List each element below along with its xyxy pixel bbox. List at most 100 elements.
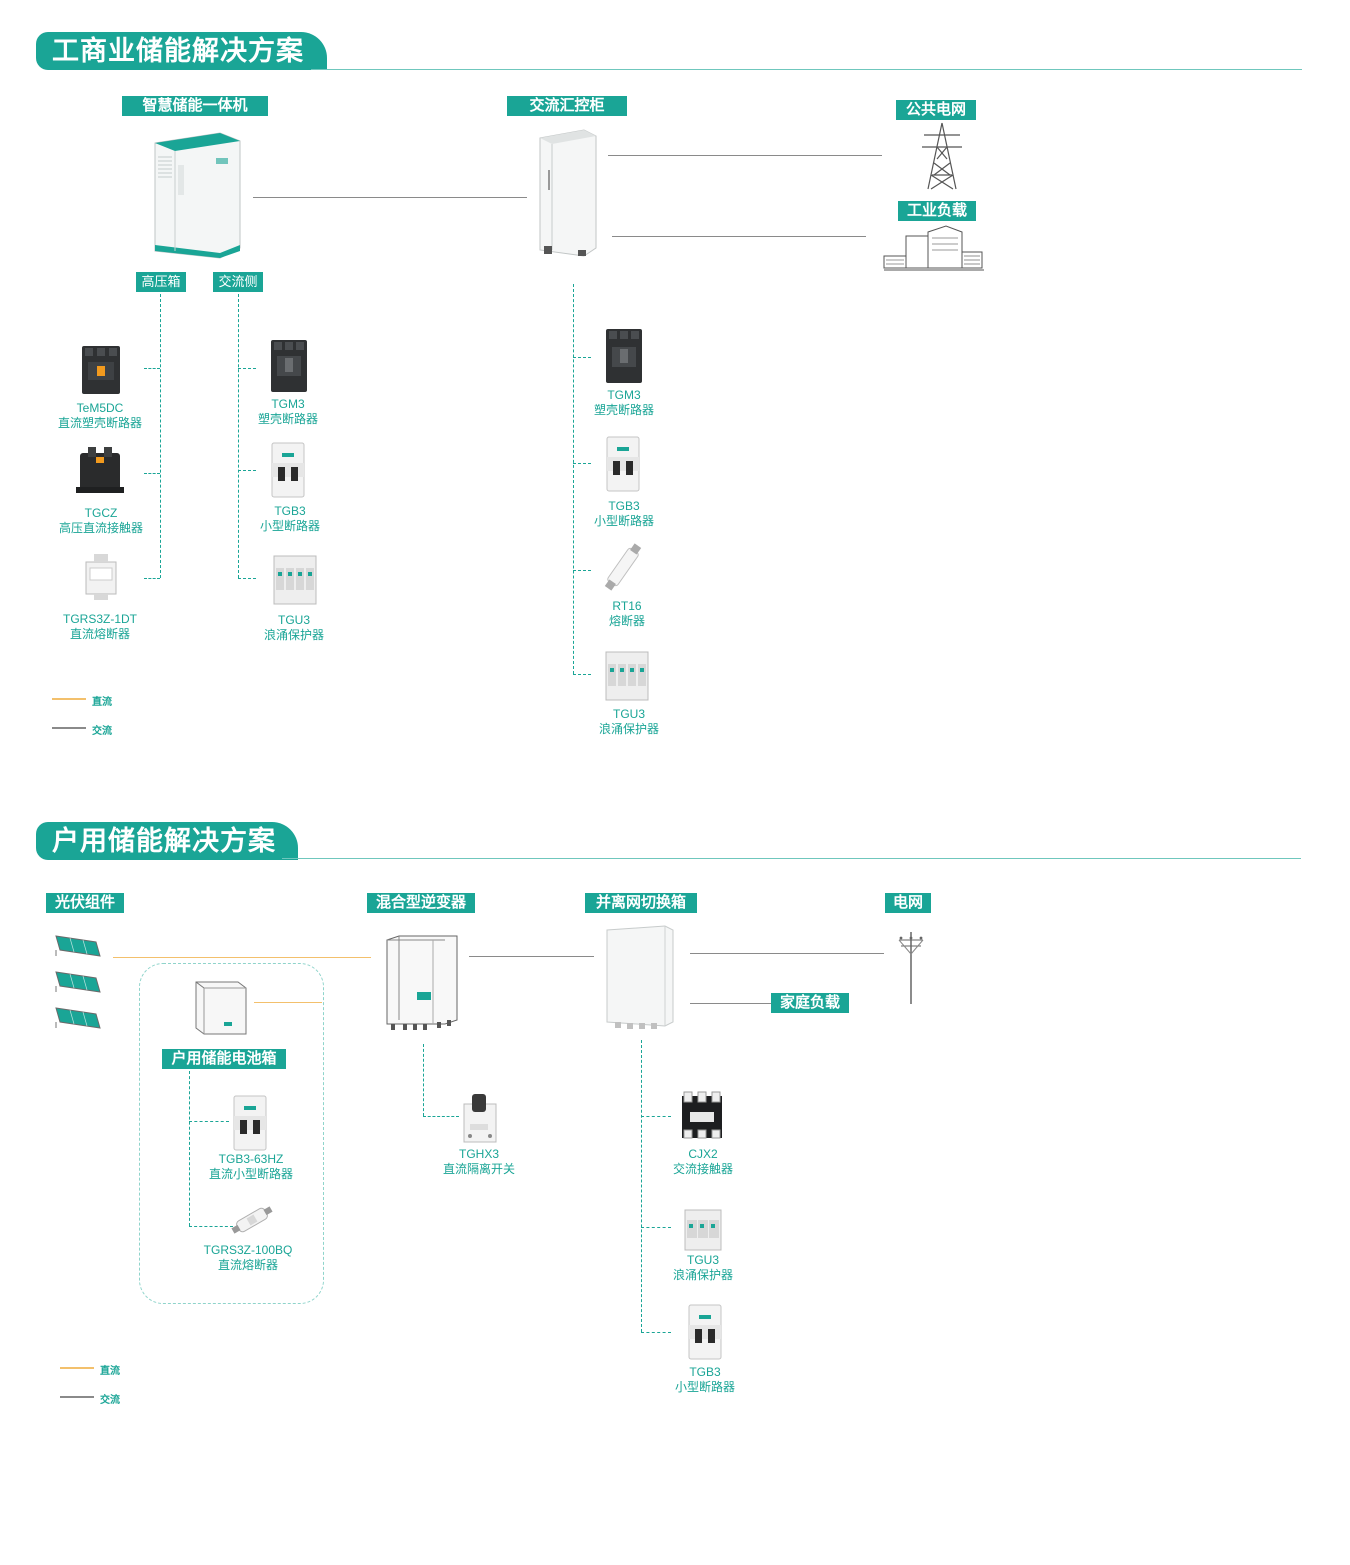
ac-cabinet-tag: 交流汇控柜 <box>507 96 627 116</box>
ess-cabinet-icon <box>154 132 241 259</box>
ac-line-cabinet-load <box>612 236 866 237</box>
product-name: 浪涌保护器 <box>672 1268 734 1282</box>
grid-tag: 电网 <box>885 893 931 913</box>
product-name: 直流小型断路器 <box>208 1167 294 1181</box>
ac-side-branch <box>238 368 256 369</box>
moulded-case-breaker-icon <box>271 340 307 392</box>
product-model: TGM3 <box>607 388 641 402</box>
pv-tag: 光伏组件 <box>46 893 124 913</box>
industrial-load-tag: 工业负载 <box>898 201 976 221</box>
inverter-bus-line <box>423 1044 424 1116</box>
product-model: TeM5DC <box>76 401 124 415</box>
battery-bus-line <box>189 1071 190 1226</box>
battery-group-box <box>139 963 324 1304</box>
dc-isolator-switch-icon <box>463 1094 497 1143</box>
cabinet-bus-line <box>573 284 574 674</box>
product-name: 直流熔断器 <box>217 1258 279 1272</box>
legend-dc-swatch <box>52 698 86 700</box>
switch-bus-line <box>641 1040 642 1332</box>
product-name: 小型断路器 <box>674 1380 736 1394</box>
hv-branch <box>144 578 160 579</box>
ac-side-tag: 交流侧 <box>213 272 263 292</box>
product-model: TGU3 <box>612 707 646 721</box>
legend-dc-swatch <box>60 1367 94 1369</box>
factory-icon <box>883 225 984 271</box>
ac-line-switch-grid <box>690 953 884 954</box>
product-name: 小型断路器 <box>259 519 321 533</box>
hv-branch <box>144 473 160 474</box>
battery-branch <box>189 1121 229 1122</box>
hv-bus-line <box>160 294 161 578</box>
product-name: 塑壳断路器 <box>593 403 655 417</box>
legend-ac-label: 交流 <box>92 726 112 737</box>
product-model: TGB3 <box>274 504 306 518</box>
inverter-tag: 混合型逆变器 <box>367 893 475 913</box>
ac-line-inverter-switch <box>469 956 594 957</box>
utility-pole-icon <box>898 932 924 1004</box>
product-model: TGU3 <box>686 1253 720 1267</box>
dc-fuse-icon <box>85 554 117 600</box>
product-model: TGRS3Z-1DT <box>62 612 138 626</box>
product-name: 浪涌保护器 <box>598 722 660 736</box>
ac-side-bus-line <box>238 294 239 578</box>
ess-tag: 智慧储能一体机 <box>122 96 268 116</box>
grid-switch-box-icon <box>606 925 674 1029</box>
product-model: TGU3 <box>277 613 311 627</box>
section-divider <box>282 858 1301 859</box>
switch-box-tag: 并离网切换箱 <box>585 893 697 913</box>
dc-miniature-breaker-icon <box>233 1095 267 1151</box>
battery-branch <box>189 1226 233 1227</box>
surge-protector-icon <box>605 651 649 701</box>
ac-cabinet-icon <box>539 129 597 257</box>
ac-line-ess-cabinet <box>253 197 527 198</box>
ac-contactor-icon <box>682 1091 722 1139</box>
product-name: 小型断路器 <box>593 514 655 528</box>
product-name: 浪涌保护器 <box>263 628 325 642</box>
legend-dc-label: 直流 <box>100 1366 120 1377</box>
cartridge-fuse-icon <box>604 543 642 591</box>
dc-fuse-icon <box>231 1206 273 1234</box>
product-name: 直流熔断器 <box>69 627 131 641</box>
grid-tag: 公共电网 <box>896 100 976 120</box>
moulded-case-breaker-icon <box>606 329 642 383</box>
cabinet-branch <box>573 463 591 464</box>
miniature-breaker-icon <box>271 442 305 498</box>
legend-ac-swatch <box>60 1396 94 1398</box>
battery-box-icon <box>195 981 247 1035</box>
ac-side-branch <box>238 470 256 471</box>
residential-section-title: 户用储能解决方案 <box>36 822 298 860</box>
product-model: TGB3-63HZ <box>218 1152 284 1166</box>
dc-line-pv-inverter <box>113 957 371 958</box>
switch-branch <box>641 1116 671 1117</box>
product-name: 直流隔离开关 <box>442 1162 516 1176</box>
solar-panel-icon <box>55 935 101 1029</box>
hybrid-inverter-icon <box>386 935 458 1030</box>
product-model: TGCZ <box>84 506 118 520</box>
cabinet-branch <box>573 357 591 358</box>
transmission-tower-icon <box>922 122 962 190</box>
commercial-section-title: 工商业储能解决方案 <box>36 32 327 70</box>
cabinet-branch <box>573 674 591 675</box>
surge-protector-icon <box>684 1209 722 1251</box>
product-model: TGHX3 <box>458 1147 500 1161</box>
product-name: 塑壳断路器 <box>257 412 319 426</box>
dc-contactor-icon <box>76 447 124 493</box>
switch-branch <box>641 1332 671 1333</box>
section-divider <box>311 69 1302 70</box>
product-name: 熔断器 <box>608 614 646 628</box>
home-load-tag: 家庭负载 <box>771 993 849 1013</box>
product-name: 交流接触器 <box>672 1162 734 1176</box>
battery-tag: 户用储能电池箱 <box>162 1049 286 1069</box>
ac-line-switch-home <box>690 1003 771 1004</box>
product-model: TGB3 <box>689 1365 721 1379</box>
surge-protector-icon <box>273 555 317 605</box>
switch-branch <box>641 1227 671 1228</box>
hv-box-tag: 高压箱 <box>136 272 186 292</box>
ac-side-branch <box>238 578 256 579</box>
miniature-breaker-icon <box>688 1304 722 1360</box>
legend-ac-swatch <box>52 727 86 729</box>
inverter-branch <box>423 1116 459 1117</box>
moulded-case-breaker-icon <box>82 346 120 394</box>
product-model: CJX2 <box>688 1147 718 1161</box>
product-model: TGRS3Z-100BQ <box>203 1243 293 1257</box>
